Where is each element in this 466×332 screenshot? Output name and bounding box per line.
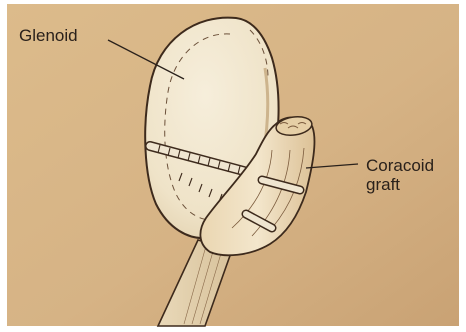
label-coracoid-graft: Coracoid graft bbox=[366, 156, 434, 194]
label-coracoid-graft-line1: Coracoid bbox=[366, 156, 434, 175]
label-glenoid: Glenoid bbox=[19, 26, 78, 45]
label-coracoid-graft-line2: graft bbox=[366, 175, 434, 194]
